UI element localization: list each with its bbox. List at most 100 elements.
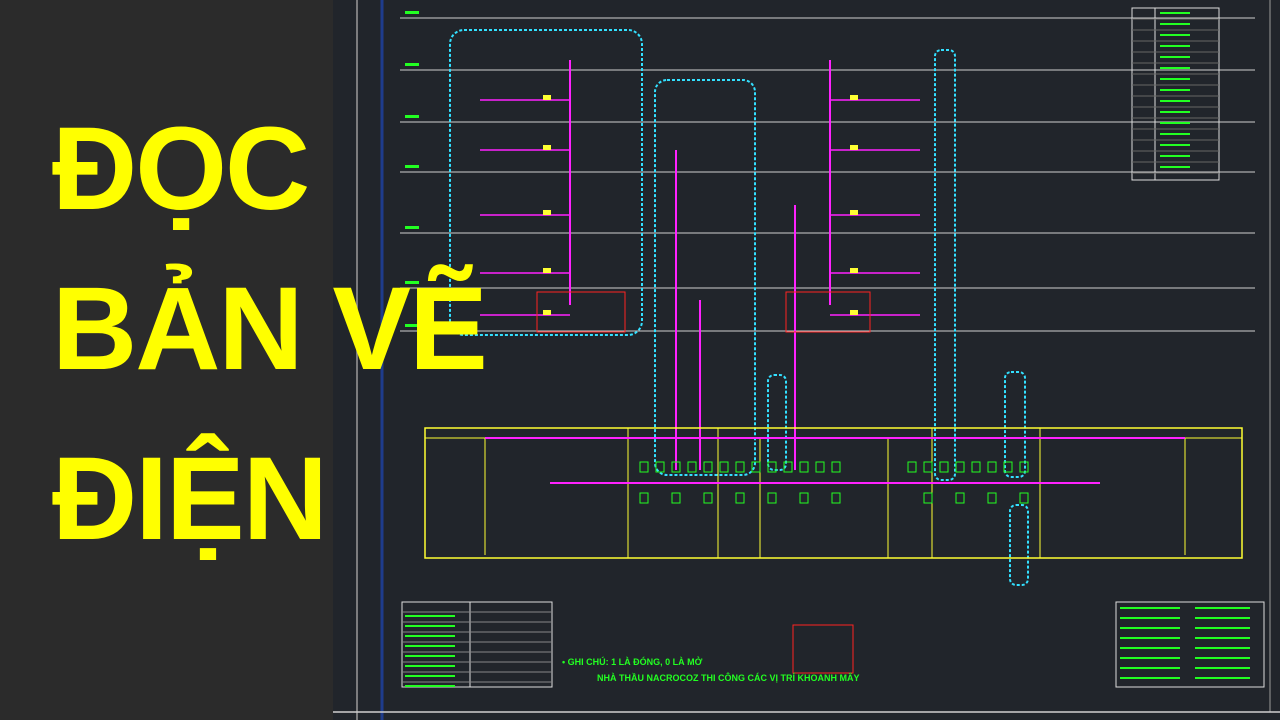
floor-label [405,115,419,118]
floor-label [405,11,419,14]
breaker [639,461,649,473]
table-text [405,675,455,677]
table-text [1195,657,1250,659]
title-line-3: ĐIỆN [52,433,328,565]
table-text [405,625,455,627]
breaker [719,461,729,473]
table-text [1120,617,1180,619]
breaker [799,461,809,473]
table-text [405,685,455,687]
breaker [655,461,665,473]
legend-text [1160,78,1190,80]
floor-label [405,281,419,284]
table-text [1195,617,1250,619]
breaker [799,492,809,504]
table-text [1120,637,1180,639]
legend-text [1160,155,1190,157]
title-line-1: ĐỌC [52,103,310,235]
legend-text [1160,23,1190,25]
panel-box [543,95,551,100]
table-text [1195,677,1250,679]
panel-box [850,268,858,273]
breaker [955,492,965,504]
table-text [1120,627,1180,629]
table-text [1120,657,1180,659]
risers [480,60,920,470]
table-text [405,635,455,637]
table-text [1195,627,1250,629]
table-text [1195,607,1250,609]
main-switchboard [424,291,1243,674]
breaker [783,461,793,473]
table-text [405,645,455,647]
legend-text [1160,166,1190,168]
legend-text [1160,45,1190,47]
table-text [1195,637,1250,639]
note-contractor-scope: NHÀ THẦU NACROCOZ THI CÔNG CÁC VỊ TRÍ KH… [597,673,860,683]
breaker [955,461,965,473]
panel-box [850,145,858,150]
table-text [405,665,455,667]
table-text [1120,677,1180,679]
revision-clouds [449,29,1029,586]
breaker [815,461,825,473]
legend-text [1160,89,1190,91]
breaker [639,492,649,504]
breaker [987,461,997,473]
breaker [751,461,761,473]
panel-box [850,210,858,215]
bottom-tables [401,601,1265,688]
table-text [405,615,455,617]
breaker [923,461,933,473]
breaker [735,492,745,504]
breaker [923,492,933,504]
breaker [1019,492,1029,504]
table-text [1120,607,1180,609]
breaker [1019,461,1029,473]
breaker [703,492,713,504]
legend-text [1160,144,1190,146]
breaker [703,461,713,473]
breaker [671,461,681,473]
floor-label [405,63,419,66]
title-line-2: BẢN VẼ [52,263,488,395]
breaker [987,492,997,504]
breaker [767,461,777,473]
table-text [405,655,455,657]
legend-text [1160,111,1190,113]
table-text [1120,667,1180,669]
legend-text [1160,34,1190,36]
legend-text [1160,122,1190,124]
legend-text [1160,100,1190,102]
legend-text [1160,67,1190,69]
breaker [907,461,917,473]
legend-text [1160,56,1190,58]
breaker [767,492,777,504]
floor-label [405,165,419,168]
floor-label [405,324,419,327]
title-panel [0,0,333,720]
breaker [939,461,949,473]
panel-box [850,95,858,100]
legend-text [1160,12,1190,14]
panel-box [543,268,551,273]
legend-text [1160,133,1190,135]
note-switch-states: • GHI CHÚ: 1 LÀ ĐÓNG, 0 LÀ MỞ [562,657,703,667]
table-text [1195,667,1250,669]
breaker [1003,461,1013,473]
breaker [671,492,681,504]
breaker [735,461,745,473]
panel-box [850,310,858,315]
panel-box [543,145,551,150]
table-text [1120,647,1180,649]
floor-label [405,226,419,229]
breaker [971,461,981,473]
panel-box [543,210,551,215]
breaker [687,461,697,473]
panel-box [543,310,551,315]
floor-levels [400,11,1255,332]
table-text [1195,647,1250,649]
breakers [639,461,1029,504]
breaker [831,461,841,473]
